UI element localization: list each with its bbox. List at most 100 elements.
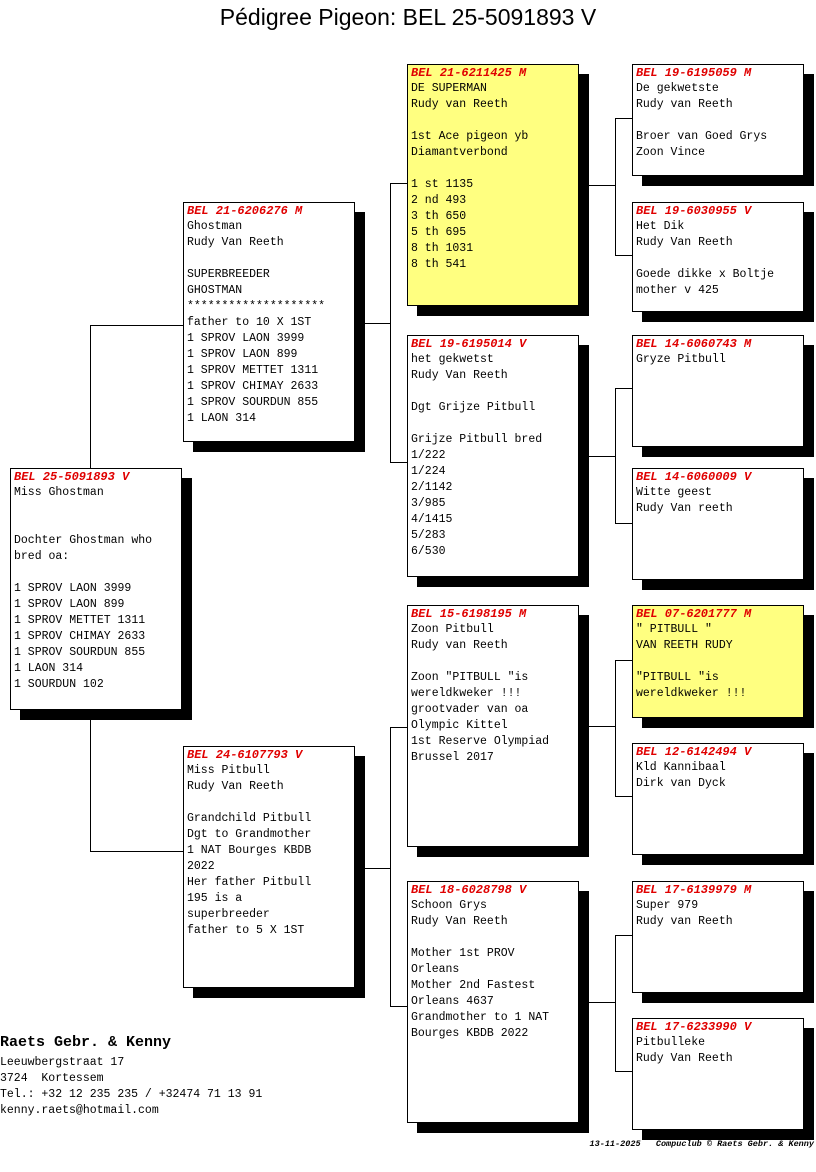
ring-number: BEL 21-6211425 M — [411, 66, 527, 80]
breeder-phone: Tel.: +32 12 235 235 / +32474 71 13 91 — [0, 1088, 263, 1101]
pigeon-info-line: 2 nd 493 — [411, 194, 467, 207]
pigeon-info-line: Miss Pitbull — [187, 764, 270, 777]
pigeon-info-line: het gekwetst — [411, 353, 494, 366]
pigeon-info-line: Bourges KBDB 2022 — [411, 1027, 529, 1040]
breeder-email: kenny.raets@hotmail.com — [0, 1104, 159, 1117]
pigeon-info-line: SUPERBREEDER — [187, 268, 270, 281]
pigeon-info-line: 6/530 — [411, 545, 446, 558]
pigeon-info-line: 1 SPROV METTET 1311 — [14, 614, 146, 627]
pigeon-info-line: Rudy Van Reeth — [411, 915, 508, 928]
pigeon-info-line: father to 10 X 1ST — [187, 316, 312, 329]
pigeon-info-line: Super 979 — [636, 899, 699, 912]
pigeon-card-mff: BEL 07-6201777 M" PITBULL "VAN REETH RUD… — [632, 605, 804, 718]
pigeon-info-line — [411, 384, 575, 400]
pigeon-info-line: 1 LAON 314 — [14, 662, 84, 675]
pigeon-info-line — [14, 501, 178, 517]
pigeon-info-line: Gryze Pitbull — [636, 353, 726, 366]
ring-number: BEL 14-6060009 V — [636, 470, 752, 484]
ring-number: BEL 19-6030955 V — [636, 204, 752, 218]
ring-number: BEL 21-6206276 M — [187, 204, 303, 218]
pigeon-card-fmf: BEL 14-6060743 M Gryze Pitbull — [632, 335, 804, 447]
pigeon-info-line: Ghostman — [187, 220, 243, 233]
pigeon-info-line — [411, 930, 575, 946]
pigeon-info-line: Olympic Kittel — [411, 719, 508, 732]
pigeon-info-line: Rudy van Reeth — [411, 639, 508, 652]
pigeon-info-line: "PITBULL "is — [636, 671, 719, 684]
pigeon-info-line: DE SUPERMAN — [411, 82, 487, 95]
pigeon-info-line: 1 SOURDUN 102 — [14, 678, 104, 691]
pigeon-info-line: Dochter Ghostman who — [14, 534, 153, 547]
pigeon-info-line: Rudy Van Reeth — [187, 236, 284, 249]
pigeon-info-line — [636, 654, 800, 670]
pigeon-info-line: 1 SPROV SOURDUN 855 — [14, 646, 146, 659]
pigeon-info-line: 1 SPROV LAON 899 — [14, 598, 125, 611]
pigeon-info-line: 2/1142 — [411, 481, 453, 494]
pigeon-info-line: 195 is a — [187, 892, 243, 905]
pigeon-info-line: wereldkweker !!! — [636, 687, 747, 700]
pigeon-info-line — [636, 251, 800, 267]
pigeon-info-line: Grandchild Pitbull — [187, 812, 312, 825]
pigeon-info-line: 1 NAT Bourges KBDB — [187, 844, 312, 857]
pigeon-info-line: Rudy van Reeth — [636, 915, 733, 928]
ring-number: BEL 25-5091893 V — [14, 470, 130, 484]
pigeon-info-line: Kld Kannibaal — [636, 761, 726, 774]
pigeon-info-line: 4/1415 — [411, 513, 453, 526]
pigeon-info-line: Rudy van Reeth — [411, 98, 508, 111]
ring-number: BEL 15-6198195 M — [411, 607, 527, 621]
pigeon-info-line: Zoon Vince — [636, 146, 706, 159]
pigeon-info-line: 3 th 650 — [411, 210, 467, 223]
pigeon-info-line: Mother 1st PROV — [411, 947, 515, 960]
pigeon-info-line: 1/222 — [411, 449, 446, 462]
pigeon-info-line: 3/985 — [411, 497, 446, 510]
pigeon-info-line — [14, 517, 178, 533]
pigeon-info-line — [636, 113, 800, 129]
pigeon-info-line: 1st Ace pigeon yb — [411, 130, 529, 143]
pigeon-info-line: father to 5 X 1ST — [187, 924, 305, 937]
pigeon-info-line: Schoon Grys — [411, 899, 487, 912]
pigeon-info-line: 8 th 1031 — [411, 242, 474, 255]
ring-number: BEL 19-6195014 V — [411, 337, 527, 351]
pigeon-info-line: wereldkweker !!! — [411, 687, 522, 700]
pigeon-info-line: Grandmother to 1 NAT — [411, 1011, 550, 1024]
ring-number: BEL 17-6139979 M — [636, 883, 752, 897]
ring-number: BEL 24-6107793 V — [187, 748, 303, 762]
pigeon-info-line: Pitbulleke — [636, 1036, 706, 1049]
pigeon-info-line — [411, 416, 575, 432]
page-title: Pédigree Pigeon: BEL 25-5091893 V — [219, 4, 597, 30]
pigeon-info-line: 1/224 — [411, 465, 446, 478]
pigeon-info-line: Rudy Van Reeth — [187, 780, 284, 793]
pigeon-info-line: Grijze Pitbull bred — [411, 433, 543, 446]
ring-number: BEL 17-6233990 V — [636, 1020, 752, 1034]
ring-number: BEL 07-6201777 M — [636, 607, 752, 621]
pigeon-info-line: Dirk van Dyck — [636, 777, 726, 790]
pigeon-info-line: GHOSTMAN — [187, 284, 243, 297]
pigeon-info-line: " PITBULL " — [636, 623, 712, 636]
pigeon-info-line — [187, 795, 351, 811]
credit: Compuclub © Raets Gebr. & Kenny — [655, 1139, 814, 1149]
pigeon-info-line: superbreeder — [187, 908, 270, 921]
ring-number: BEL 14-6060743 M — [636, 337, 752, 351]
pigeon-info-line: mother v 425 — [636, 284, 719, 297]
pigeon-info-line: 1 SPROV LAON 899 — [187, 348, 298, 361]
pigeon-info-line: Diamantverbond — [411, 146, 508, 159]
pigeon-info-line: Brussel 2017 — [411, 751, 494, 764]
pigeon-info-line: Rudy Van Reeth — [411, 369, 508, 382]
pigeon-info-line: 5 th 695 — [411, 226, 467, 239]
pigeon-info-line — [411, 654, 575, 670]
pigeon-info-line: Rudy Van Reeth — [636, 236, 733, 249]
pigeon-info-line: 2022 — [187, 860, 215, 873]
print-date: 13-11-2025 — [589, 1139, 641, 1149]
ring-number: BEL 19-6195059 M — [636, 66, 752, 80]
pigeon-info-line: De gekwetste — [636, 82, 719, 95]
